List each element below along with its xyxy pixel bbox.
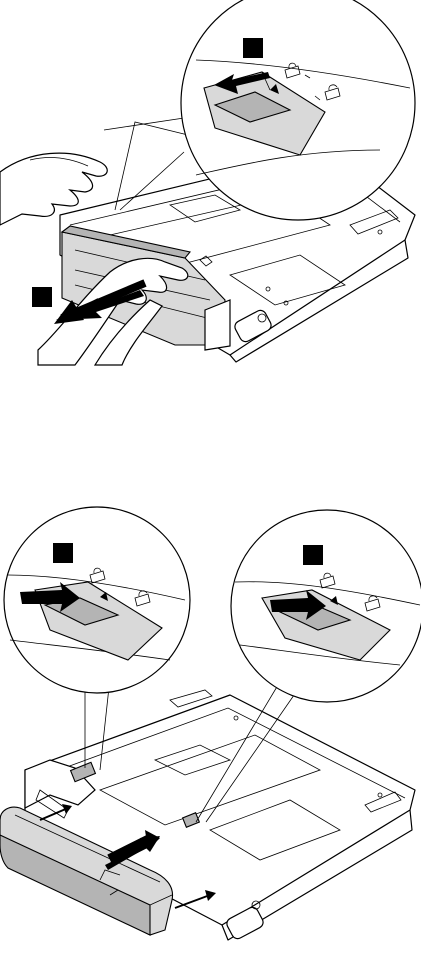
battery-pack	[0, 807, 173, 935]
installation-step-illustration	[0, 507, 421, 941]
callout-leader	[104, 118, 184, 130]
latch-zoom-callout	[181, 0, 415, 220]
hand-upper	[0, 153, 107, 225]
step-marker-2	[303, 545, 323, 565]
latch-zoom-callout-right	[231, 510, 421, 702]
callout-leader	[115, 122, 188, 210]
step-marker-2	[32, 287, 52, 307]
latch-zoom-callout-left	[4, 507, 190, 693]
step-marker-1	[243, 38, 263, 58]
step-marker-1	[53, 543, 73, 563]
removal-step-illustration	[0, 0, 415, 365]
